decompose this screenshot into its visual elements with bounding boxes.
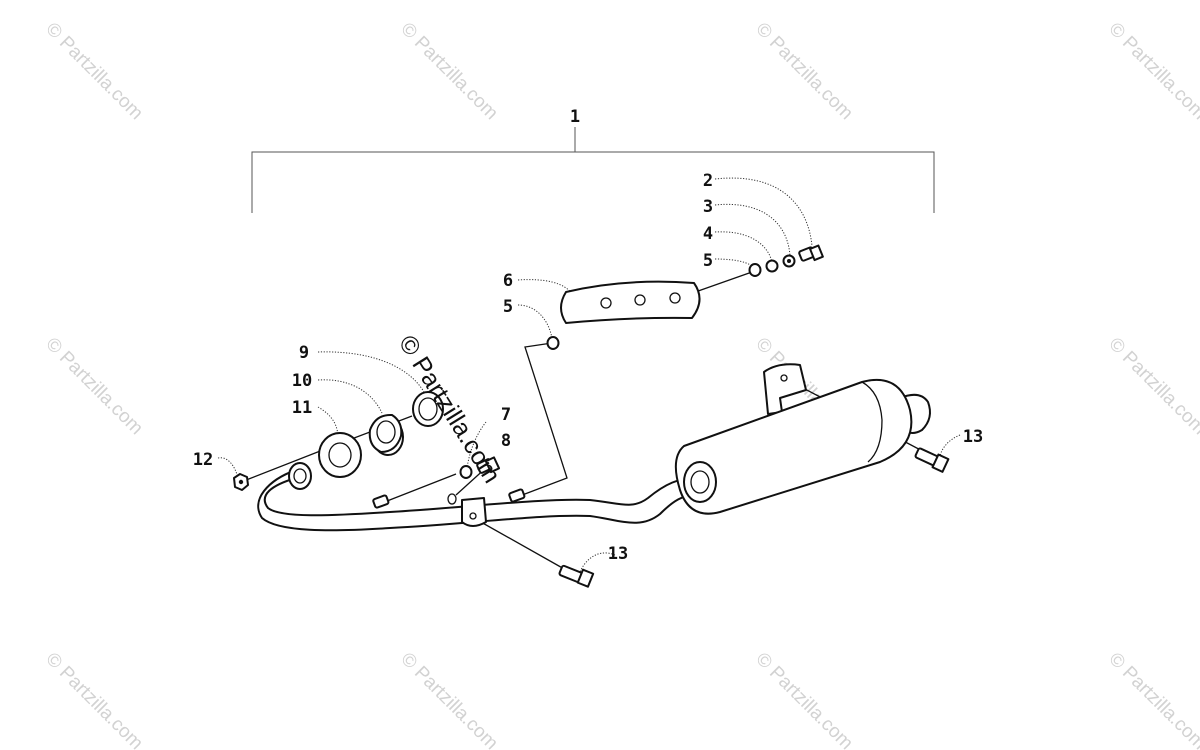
heat-shield (560, 280, 701, 324)
stud (508, 488, 526, 503)
callout-7: 7 (501, 405, 511, 425)
callout-12: 12 (193, 450, 213, 470)
assembly-bracket (251, 127, 935, 213)
watermark: © Partzilla.com (396, 19, 501, 124)
callout-labels: 1 2 3 4 5 6 5 9 10 11 7 8 12 13 13 (193, 107, 983, 564)
callout-4: 4 (703, 224, 713, 244)
hardware-stack (546, 244, 824, 350)
watermark: © Partzilla.com (41, 334, 146, 439)
callout-13: 13 (608, 544, 628, 564)
callout-3: 3 (703, 197, 713, 217)
bolt-13-lower (558, 564, 595, 588)
callout-1: 1 (570, 107, 580, 127)
muffler-mount-bracket (763, 363, 807, 415)
callout-9: 9 (299, 343, 309, 363)
stud (372, 494, 390, 509)
bolt-8 (459, 456, 501, 479)
bolt-2 (798, 244, 824, 262)
watermark: © Partzilla.com (1104, 649, 1200, 750)
callout-6: 6 (503, 271, 513, 291)
watermark: © Partzilla.com (751, 19, 856, 124)
watermark: © Partzilla.com (1104, 334, 1200, 439)
pipe-mount-tab (461, 497, 487, 527)
muffler (674, 363, 931, 515)
washer-4 (765, 259, 779, 273)
center-watermark: © Partzilla.com (393, 330, 506, 488)
washer-7 (459, 465, 473, 479)
exhaust-pipe (257, 462, 705, 532)
washer-5 (748, 263, 762, 277)
callout-10: 10 (292, 371, 312, 391)
watermark: © Partzilla.com (751, 649, 856, 750)
gasket-9 (412, 391, 444, 427)
watermark: © Partzilla.com (396, 649, 501, 750)
watermark: © Partzilla.com (41, 649, 146, 750)
watermark-layer: © Partzilla.com © Partzilla.com © Partzi… (41, 19, 1200, 750)
callout-2: 2 (703, 171, 713, 191)
bolt-13-right (914, 447, 950, 473)
flange-parts (233, 391, 444, 491)
watermark: © Partzilla.com (41, 19, 146, 124)
callout-5: 5 (703, 251, 713, 271)
callout-8: 8 (501, 431, 511, 451)
callout-11: 11 (292, 398, 312, 418)
watermark: © Partzilla.com (1104, 19, 1200, 124)
washer-5-lower (546, 336, 560, 350)
callout-13: 13 (963, 427, 983, 447)
seal-10 (368, 413, 404, 456)
callout-5: 5 (503, 297, 513, 317)
nut-12 (233, 473, 249, 491)
flange-11 (318, 432, 362, 478)
